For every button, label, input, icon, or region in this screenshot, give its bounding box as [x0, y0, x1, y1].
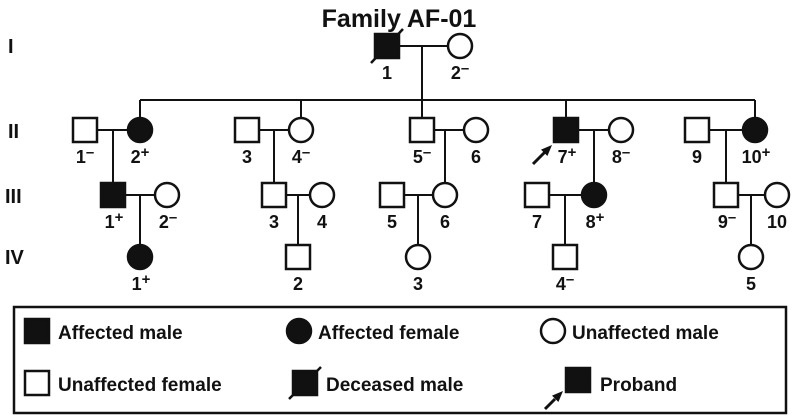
proband-legend-icon — [543, 366, 592, 411]
label-IV-4: 4– — [556, 271, 574, 294]
generation-IV: 1+ 2 3 4– 5 — [126, 243, 765, 294]
legend-label-proband: Proband — [600, 375, 677, 396]
label-II-9: 9 — [692, 147, 702, 167]
label-II-5: 5– — [413, 144, 431, 167]
individual-III-4-symbol — [308, 181, 336, 209]
deceased-slash-icon — [288, 366, 322, 400]
label-II-3: 3 — [242, 147, 252, 167]
label-II-8: 8– — [612, 144, 630, 167]
generation-label-3: III — [5, 186, 22, 208]
individual-II-2-symbol — [126, 116, 154, 144]
label-III-1: 1+ — [105, 209, 124, 232]
generation-label-2: II — [8, 121, 19, 143]
legend-box — [12, 305, 788, 415]
legend: Affected male Affected female Unaffected… — [12, 305, 788, 415]
label-III-5: 5 — [387, 212, 397, 232]
label-III-10: 10 — [767, 212, 787, 232]
label-III-8: 8+ — [586, 209, 605, 232]
affected-female-icon — [285, 317, 313, 345]
individual-III-8-symbol — [580, 181, 608, 209]
label-IV-2: 2 — [293, 274, 303, 294]
individual-III-3-symbol — [260, 181, 288, 209]
legend-label-affected-male: Affected male — [58, 323, 183, 344]
relationship-lines — [97, 45, 765, 245]
individual-II-5-symbol — [408, 116, 436, 144]
individual-III-10-symbol — [763, 181, 791, 209]
label-III-3: 3 — [269, 212, 279, 232]
individual-III-1-symbol — [99, 181, 127, 209]
individual-II-4-symbol — [287, 116, 315, 144]
individual-IV-4-symbol — [551, 243, 579, 271]
label-II-1: 1– — [76, 144, 94, 167]
individual-II-7-symbol — [552, 116, 580, 144]
individual-III-2-symbol — [153, 181, 181, 209]
individual-I-2-symbol — [446, 32, 474, 60]
individual-III-5-symbol — [378, 181, 406, 209]
unaffected-male-icon — [539, 317, 567, 345]
label-IV-1: 1+ — [132, 271, 151, 294]
label-II-6: 6 — [471, 147, 481, 167]
deceased-slash-I-1 — [370, 28, 404, 64]
individual-III-6-symbol — [431, 181, 459, 209]
individual-IV-1-symbol — [126, 243, 154, 271]
label-II-7: 7+ — [558, 144, 577, 167]
individual-IV-2-symbol — [284, 243, 312, 271]
individual-IV-3-symbol — [404, 243, 432, 271]
label-III-4: 4 — [317, 212, 327, 232]
label-IV-3: 3 — [413, 274, 423, 294]
label-I-2: 2– — [451, 60, 469, 83]
label-I-1: 1 — [382, 63, 392, 83]
individual-II-9-symbol — [683, 116, 711, 144]
individual-II-8-symbol — [607, 116, 635, 144]
label-III-7: 7 — [532, 212, 542, 232]
unaffected-female-icon — [23, 369, 51, 397]
generation-II: 1– 2+ 3 4– 5– 6 7+ 8– 9 10+ — [71, 116, 771, 167]
label-IV-5: 5 — [746, 274, 756, 294]
legend-label-unaffected-female: Unaffected female — [58, 375, 222, 396]
label-II-10: 10+ — [742, 144, 771, 167]
label-III-9: 9– — [718, 209, 736, 232]
legend-label-affected-female: Affected female — [318, 323, 460, 344]
individual-II-10-symbol — [741, 116, 769, 144]
individual-IV-5-symbol — [737, 243, 765, 271]
individual-III-7-symbol — [523, 181, 551, 209]
proband-arrow-icon — [531, 145, 552, 166]
individual-III-9-symbol — [712, 181, 740, 209]
generation-label-1: I — [8, 36, 14, 58]
affected-male-icon — [23, 317, 51, 345]
individual-II-6-symbol — [462, 116, 490, 144]
generation-label-4: IV — [5, 247, 25, 269]
legend-label-unaffected-male: Unaffected male — [572, 323, 719, 344]
page-title: Family AF-01 — [322, 5, 477, 33]
label-III-6: 6 — [440, 212, 450, 232]
label-III-2: 2– — [159, 209, 177, 232]
individual-II-3-symbol — [233, 116, 261, 144]
legend-label-deceased-male: Deceased male — [326, 375, 463, 396]
generation-III: 1+ 2– 3 4 5 6 7 8+ 9– 10 — [99, 181, 791, 232]
generation-I: 1 2– — [370, 28, 474, 83]
label-II-2: 2+ — [131, 144, 150, 167]
label-II-4: 4– — [292, 144, 310, 167]
individual-II-1-symbol — [71, 116, 99, 144]
